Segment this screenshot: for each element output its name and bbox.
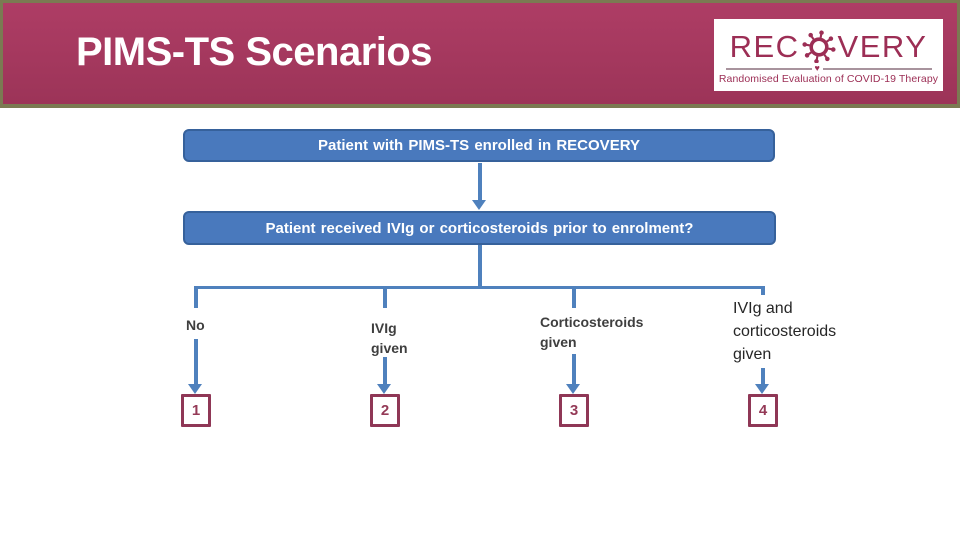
branch-1-arrow-head [188,384,202,394]
branch-2-arrow-head [377,384,391,394]
branch-label-ivig-and-corticosteroids: IVIg and corticosteroids given [733,300,837,363]
page-title: PIMS-TS Scenarios [76,30,433,74]
branch-1-arrow-shaft [194,339,198,385]
scenario-box-2: 2 [370,394,400,427]
scenario-box-1: 1 [181,394,211,427]
flow-box-question: Patient received IVIg or corticosteroids… [183,211,776,245]
branch-stem-line [478,245,482,289]
branch-rail-line [194,286,765,289]
branch-label-corticosteroids: Corticosteroids given [540,314,644,350]
branch-label-ivig: IVIg given [371,320,408,356]
branch-4-arrow-shaft [761,368,765,385]
recovery-logo-wordmark: REC [730,28,928,66]
heart-icon: ♥ [811,62,823,74]
logo-text-prefix: REC [729,29,800,64]
logo-divider: ♥ [725,62,932,74]
recovery-logo: REC [714,19,943,91]
branch-1-stub [194,286,198,308]
branch-2-arrow-shaft [383,357,387,385]
branch-4-stub [761,286,765,295]
virus-icon [801,29,836,64]
flow-box-enrolled: Patient with PIMS-TS enrolled in RECOVER… [183,129,775,162]
branch-3-arrow-shaft [572,354,576,385]
header-band: PIMS-TS Scenarios REC [0,0,960,108]
connector-arrow-shaft [478,163,482,201]
logo-tagline: Randomised Evaluation of COVID-19 Therap… [718,72,939,85]
logo-text-suffix: VERY [837,29,928,64]
scenario-box-4: 4 [748,394,778,427]
scenario-box-3: 3 [559,394,589,427]
branch-2-stub [383,286,387,308]
branch-3-stub [572,286,576,308]
connector-arrow-head [472,200,486,210]
branch-label-no: No [186,317,205,333]
branch-3-arrow-head [566,384,580,394]
branch-4-arrow-head [755,384,769,394]
